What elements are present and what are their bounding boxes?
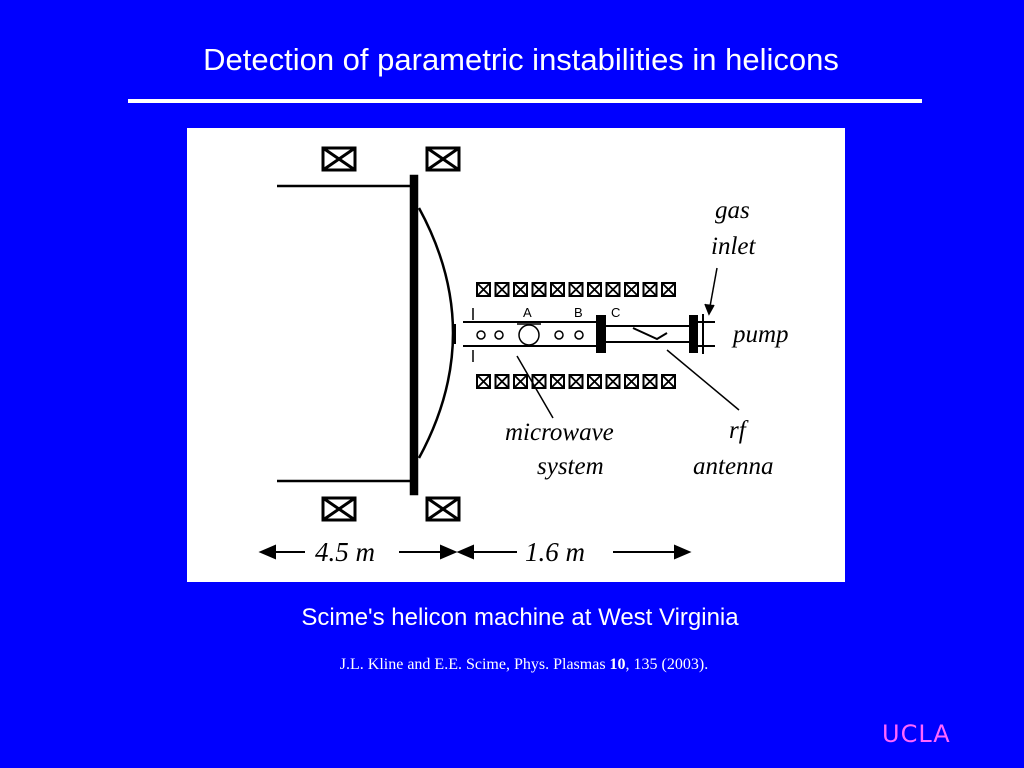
- source-coil: [605, 374, 621, 389]
- dimension-right-label: 1.6 m: [525, 537, 585, 567]
- citation-volume: 10: [609, 656, 626, 673]
- source-coil: [587, 282, 602, 297]
- gas-label: gas: [715, 197, 750, 224]
- source-coil-cross: [513, 374, 528, 389]
- source-coil-cross: [513, 282, 528, 297]
- probe-ports: [476, 323, 584, 347]
- source-coil-cross: [624, 374, 639, 389]
- source-coil-cross: [531, 282, 547, 297]
- microwave-label: microwave: [505, 419, 614, 446]
- source-coil-cross: [661, 282, 676, 297]
- source-coil-cross: [661, 374, 676, 389]
- citation: J.L. Kline and E.E. Scime, Phys. Plasmas…: [0, 656, 1024, 674]
- rf-label: rf: [729, 417, 749, 444]
- source-coil-cross: [476, 374, 491, 389]
- source-coil-cross: [587, 282, 602, 297]
- source-coil: [513, 374, 528, 389]
- source-coil-cross: [642, 374, 658, 389]
- source-coil-cross: [642, 282, 658, 297]
- leader-lines: [472, 267, 740, 419]
- port-a-label: A: [523, 305, 532, 320]
- dimension-left-label: 4.5 m: [315, 537, 375, 567]
- source-coil: [476, 282, 491, 297]
- source-coil-cross: [494, 374, 510, 389]
- source-coil: [624, 282, 639, 297]
- source-tube: [454, 314, 715, 354]
- source-coils-upper: [476, 282, 676, 297]
- port-c-label: C: [611, 305, 620, 320]
- source-coil: [494, 374, 510, 389]
- pump-label: pump: [731, 321, 789, 348]
- dimension-arrows: [258, 544, 692, 560]
- title-divider: [128, 99, 922, 103]
- source-coil: [661, 374, 676, 389]
- source-coil: [513, 282, 528, 297]
- ucla-logo: UCLA: [882, 720, 951, 748]
- source-coil: [550, 282, 565, 297]
- helicon-machine-diagram: A B C gas inlet pump microwave system rf…: [187, 128, 845, 582]
- source-coil: [642, 282, 658, 297]
- source-coil: [494, 282, 510, 297]
- source-coils-lower: [476, 374, 676, 389]
- source-coil-cross: [550, 282, 565, 297]
- source-coil-cross: [587, 374, 602, 389]
- chamber-coil: [321, 146, 461, 522]
- source-coil-cross: [624, 282, 639, 297]
- source-coil-cross: [568, 282, 584, 297]
- source-coil: [531, 282, 547, 297]
- source-coil: [587, 374, 602, 389]
- source-coil: [568, 374, 584, 389]
- source-coil-cross: [568, 374, 584, 389]
- inlet-label: inlet: [711, 233, 756, 260]
- source-coil-cross: [550, 374, 565, 389]
- source-coil: [550, 374, 565, 389]
- citation-rest: , 135 (2003).: [625, 656, 709, 673]
- diagram-svg: A B C gas inlet pump microwave system rf…: [258, 146, 789, 567]
- figure-caption: Scime's helicon machine at West Virginia: [301, 604, 739, 631]
- system-label: system: [537, 453, 604, 480]
- source-coil-cross: [605, 282, 621, 297]
- source-coil: [642, 374, 658, 389]
- source-coil-cross: [494, 282, 510, 297]
- source-coil: [568, 282, 584, 297]
- source-coil: [624, 374, 639, 389]
- source-coil-cross: [476, 282, 491, 297]
- source-coil: [476, 374, 491, 389]
- chamber-wall: [277, 174, 455, 496]
- slide-title: Detection of parametric instabilities in…: [203, 42, 839, 77]
- port-b-label: B: [574, 305, 583, 320]
- source-coil: [605, 282, 621, 297]
- antenna-label: antenna: [693, 453, 774, 480]
- source-coil: [661, 282, 676, 297]
- source-coil-cross: [605, 374, 621, 389]
- citation-authors: J.L. Kline and E.E. Scime, Phys. Plasmas: [339, 656, 610, 673]
